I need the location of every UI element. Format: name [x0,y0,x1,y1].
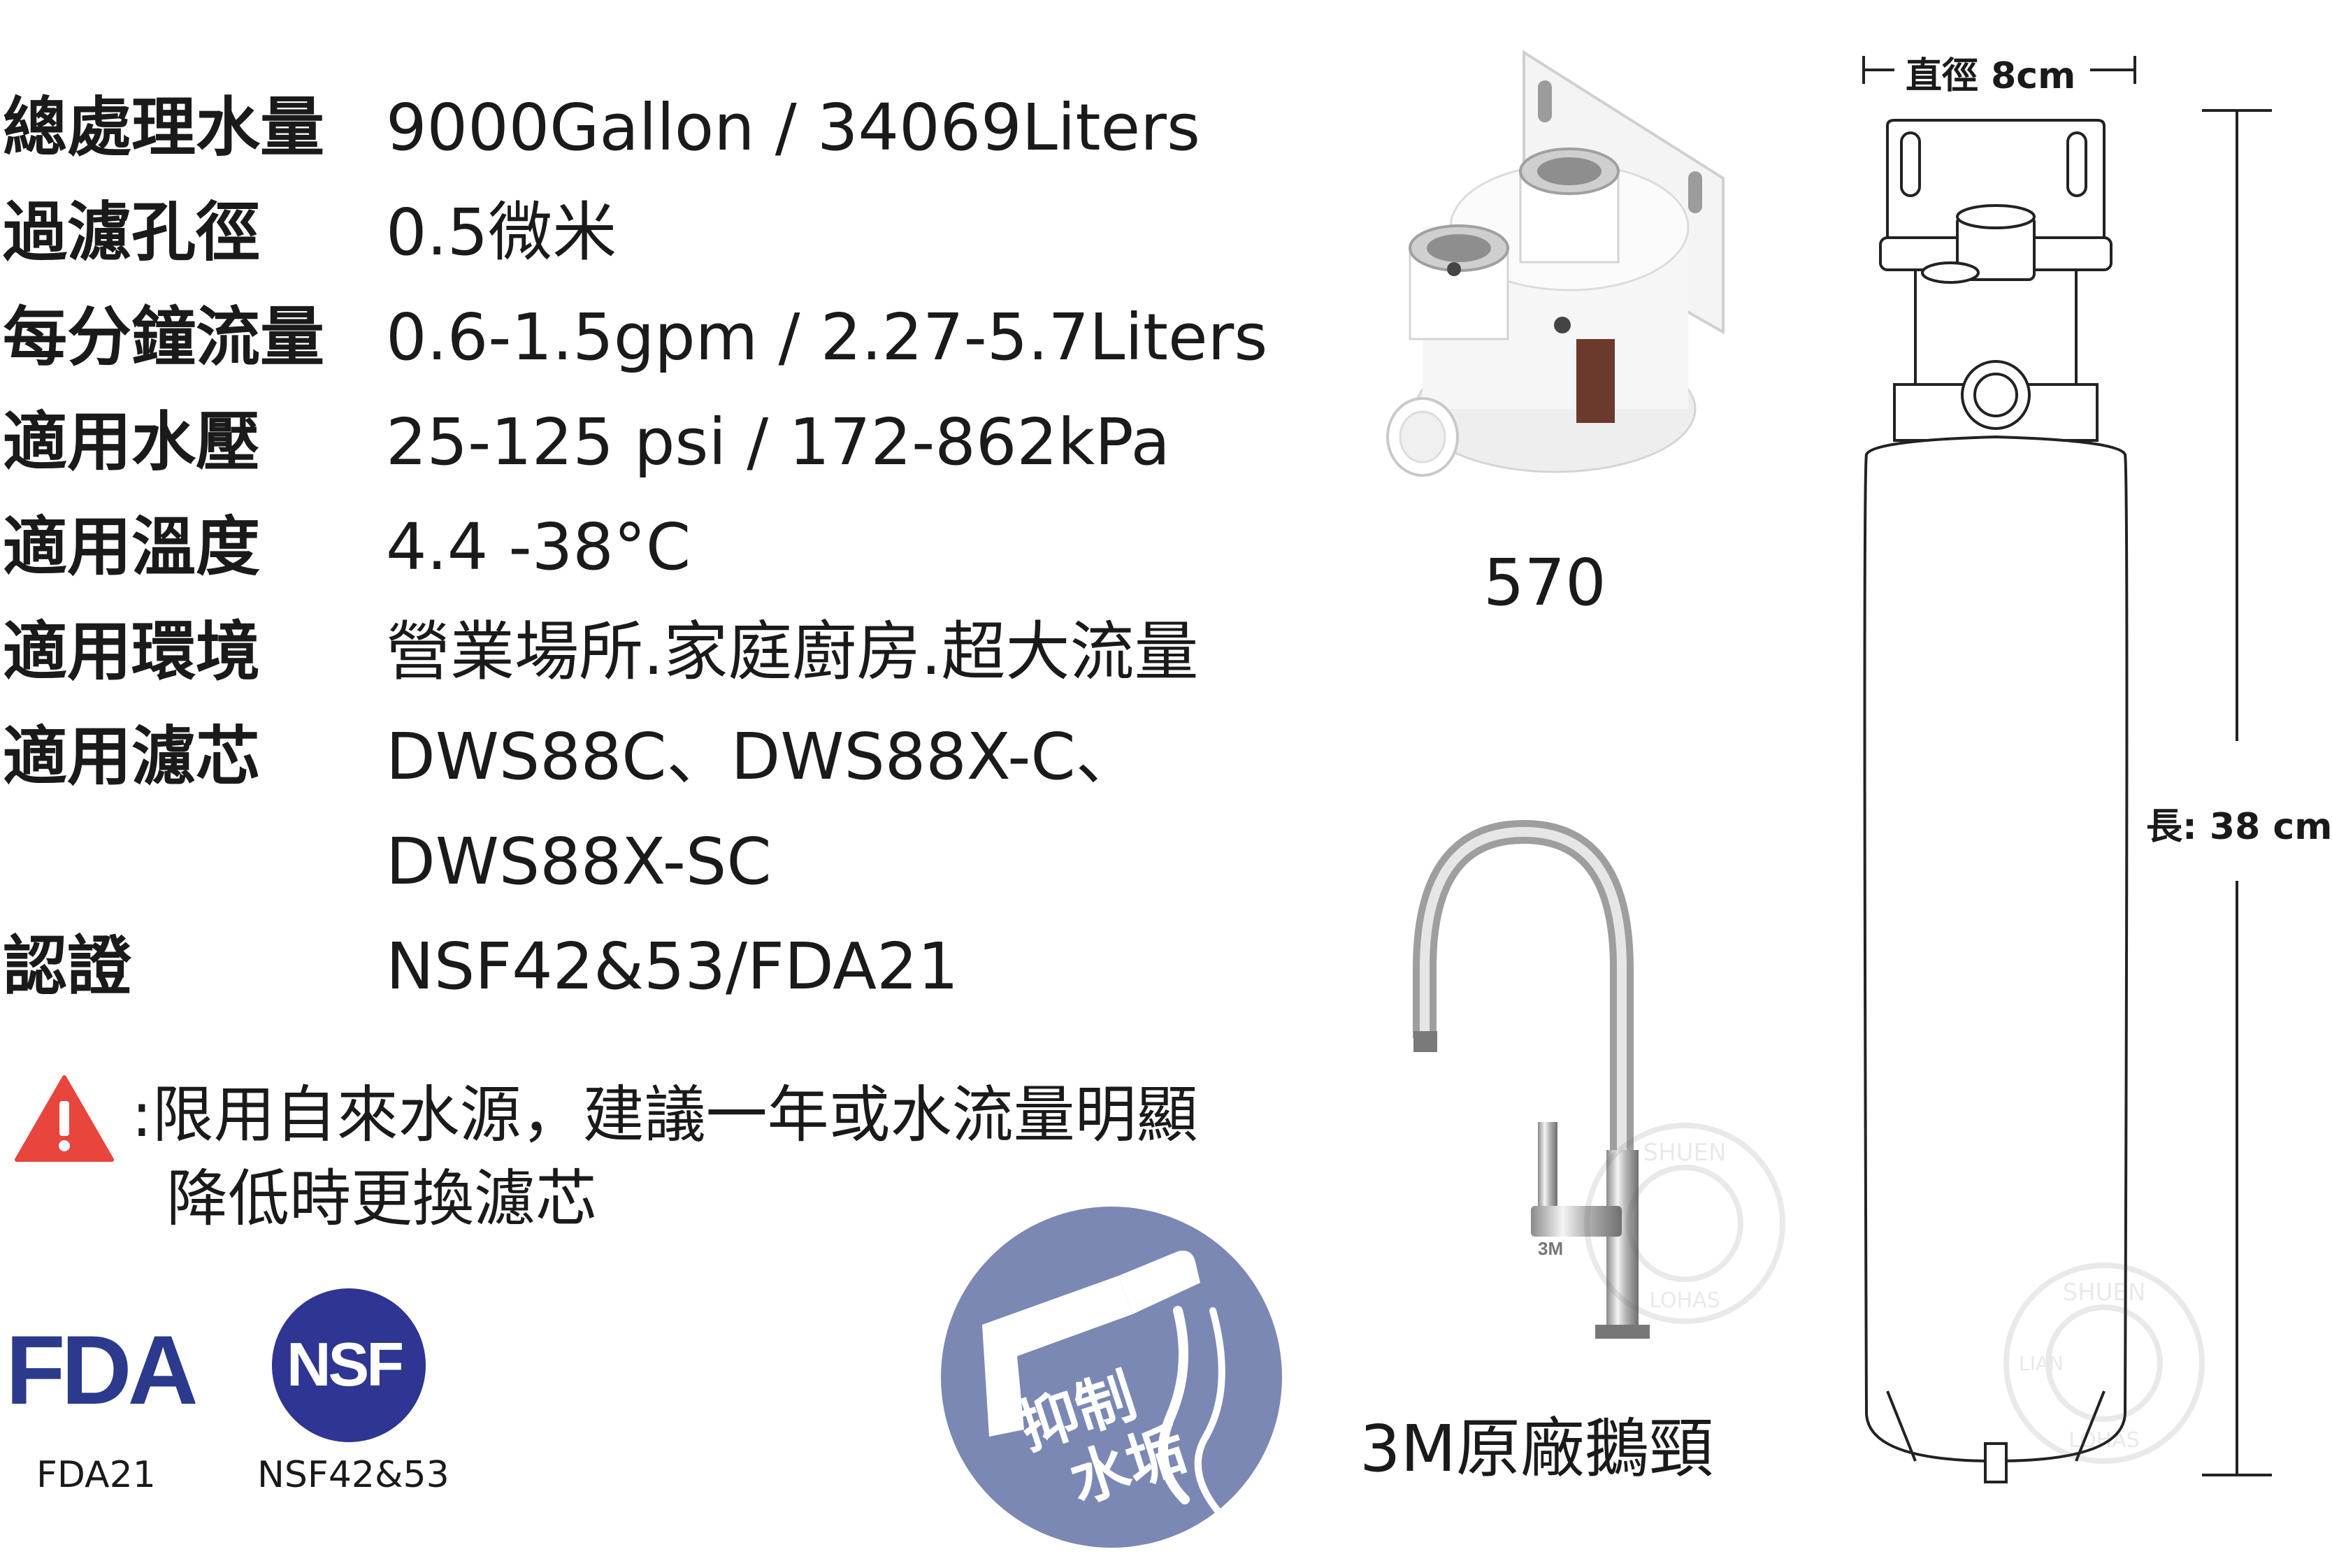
spec-value: 0.5微米 [386,195,617,270]
filter-cartridge-image [1863,119,2129,1483]
fda-logo: FDA [4,1314,203,1427]
warning-text-line2: 降低時更換濾芯 [166,1163,598,1235]
length-dimension-line [2202,109,2272,1476]
spec-value: NSF42&53/FDA21 [386,929,959,1004]
warning-triangle-icon [15,1075,114,1162]
spec-row-pore-size: 過濾孔徑 0.5微米 [0,187,1293,278]
spec-label: 適用溫度 [3,510,261,584]
nsf-caption: NSF42&53 [257,1454,449,1496]
svg-text:SHUEN: SHUEN [1643,1139,1727,1167]
spec-label: 認證 [3,929,132,1004]
filter-head-caption: 570 [1483,545,1606,620]
spec-row-flow-rate: 每分鐘流量 0.6-1.5gpm / 2.27-5.7Liters [0,292,1293,383]
watermark-seal-icon: SHUEN LOHAS [1584,1123,1785,1324]
spec-value: DWS88C、DWS88X-C、 [386,719,1140,794]
filter-head-image [1386,50,1725,477]
svg-text:LOHAS: LOHAS [2068,1428,2139,1453]
watermark-seal-icon: SHUEN LIAN LOHAS [2003,1263,2205,1464]
faucet-image: 3M [1413,819,1650,1339]
spec-value: 9000Gallon / 34069Liters [386,90,1200,165]
spec-label: 適用環境 [3,614,261,689]
anti-scale-badge: 抑制 水垢 [940,1206,1283,1548]
spec-label: 適用濾芯 [3,719,261,794]
diameter-label: 直徑 8cm [1906,55,2076,97]
spec-row-cartridge-cont: DWS88X-SC [0,817,1293,907]
fda-logo-text: FDA [6,1315,196,1425]
length-label: 長: 38 cm [2146,806,2332,848]
spec-row-capacity: 總處理水量 9000Gallon / 34069Liters [0,82,1293,173]
svg-text:LIAN: LIAN [2019,1352,2064,1375]
spec-label: 適用水壓 [3,405,261,480]
svg-text:LOHAS: LOHAS [1649,1288,1720,1313]
warning-text-line1: :限用自來水源，建議一年或水流量明顯 [131,1079,1198,1151]
spec-value: 0.6-1.5gpm / 2.27-5.7Liters [386,300,1268,375]
spec-row-environment: 適用環境 營業場所.家庭廚房.超大流量 [0,607,1293,698]
spec-label: 過濾孔徑 [3,195,261,270]
faucet-caption: 3M原廠鵝頸 [1360,1411,1713,1486]
svg-text:SHUEN: SHUEN [2063,1279,2146,1307]
spec-value: 25-125 psi / 172-862kPa [386,405,1170,480]
spec-value: 營業場所.家庭廚房.超大流量 [386,614,1199,689]
spec-label: 總處理水量 [3,90,325,165]
spec-value: 4.4 -38°C [386,510,691,584]
nsf-logo-text: NSF [287,1330,402,1399]
diameter-dimension: 直徑 8cm [1859,42,2139,98]
spec-label: 每分鐘流量 [3,300,325,375]
spec-value: DWS88X-SC [386,824,772,899]
spec-row-certification: 認證 NSF42&53/FDA21 [0,921,1293,1012]
fda-caption: FDA21 [36,1454,156,1496]
spec-row-temperature: 適用溫度 4.4 -38°C [0,502,1293,593]
spec-row-pressure: 適用水壓 25-125 psi / 172-862kPa [0,397,1293,488]
nsf-logo: NSF [271,1288,426,1443]
svg-text:3M: 3M [1538,1238,1563,1259]
spec-row-cartridge: 適用濾芯 DWS88C、DWS88X-C、 [0,712,1293,803]
